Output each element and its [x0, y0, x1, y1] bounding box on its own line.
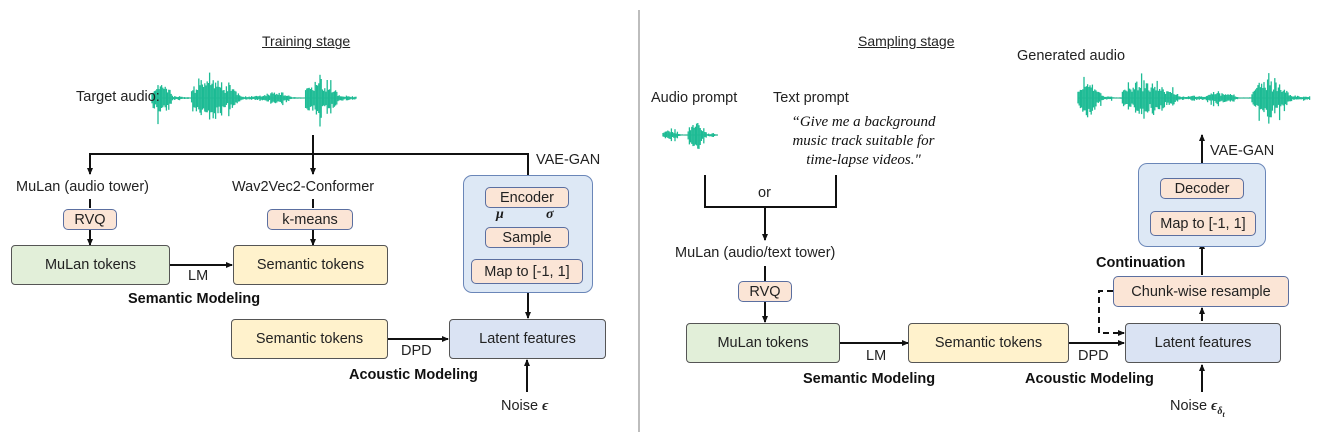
target-audio-label: Target audio:	[76, 89, 160, 105]
acoustic-modeling-label: Acoustic Modeling	[349, 367, 478, 383]
lm-label: LM	[188, 268, 209, 284]
mu-symbol: μ	[496, 207, 504, 222]
sigma-symbol: σ	[546, 207, 554, 222]
sampling-stage-title: Sampling stage	[858, 33, 955, 49]
sample-box: Sample	[485, 227, 569, 248]
latent-features-box-sampling: Latent features	[1125, 323, 1281, 363]
epsilon-symbol-sampling: ϵ	[1211, 398, 1218, 414]
epsilon-symbol: ϵ	[542, 398, 549, 414]
delta-subscript: δ	[1217, 405, 1223, 417]
text-prompt-quote: “Give me a background music track suitab…	[791, 114, 936, 168]
noise-text: Noise	[501, 398, 539, 414]
semantic-tokens-box: Semantic tokens	[233, 245, 388, 285]
semantic-modeling-label: Semantic Modeling	[128, 291, 261, 307]
encoder-box: Encoder	[485, 187, 569, 208]
noise-label: Noise ϵ	[501, 398, 548, 415]
map-box-sampling: Map to [-1, 1]	[1150, 211, 1256, 236]
rvq-box: RVQ	[63, 209, 117, 230]
vae-gan-label: VAE-GAN	[536, 152, 601, 168]
decoder-box: Decoder	[1160, 178, 1244, 199]
t-subscript: t	[1222, 409, 1225, 419]
acoustic-modeling-label-sampling: Acoustic Modeling	[1025, 371, 1154, 387]
semantic-modeling-label-sampling: Semantic Modeling	[803, 371, 936, 387]
dpd-label-sampling: DPD	[1078, 348, 1109, 364]
latent-features-box: Latent features	[449, 319, 606, 359]
or-bracket	[704, 175, 837, 208]
semantic-tokens-box-sampling: Semantic tokens	[908, 323, 1069, 363]
rvq-box-sampling: RVQ	[738, 281, 792, 302]
noise-text-sampling: Noise	[1170, 398, 1208, 414]
mulan-tokens-box: MuLan tokens	[11, 245, 170, 285]
text-prompt-label: Text prompt	[773, 90, 849, 106]
mulan-audio-text-tower-label: MuLan (audio/text tower)	[675, 245, 836, 261]
stage-divider	[638, 10, 640, 432]
generated-audio-label: Generated audio	[1017, 48, 1126, 64]
target-audio-waveform	[151, 72, 357, 127]
noise-label-sampling: Noise ϵδt	[1170, 398, 1225, 419]
or-label: or	[758, 185, 771, 201]
chunk-resample-box: Chunk-wise resample	[1113, 276, 1289, 307]
vae-gan-label-sampling: VAE-GAN	[1210, 143, 1275, 159]
training-stage-title: Training stage	[262, 33, 351, 49]
audio-prompt-label: Audio prompt	[651, 90, 738, 106]
map-box: Map to [-1, 1]	[471, 259, 583, 284]
semantic-tokens-acoustic-box: Semantic tokens	[231, 319, 388, 359]
dpd-label: DPD	[401, 343, 432, 359]
wav2vec-label: Wav2Vec2-Conformer	[232, 179, 375, 195]
mulan-audio-tower-label: MuLan (audio tower)	[16, 179, 149, 195]
continuation-label: Continuation	[1096, 255, 1186, 271]
continuation-dashed	[1098, 290, 1125, 336]
mulan-tokens-box-sampling: MuLan tokens	[686, 323, 840, 363]
audio-prompt-waveform	[662, 123, 718, 149]
generated-audio-waveform	[1077, 73, 1311, 124]
lm-label-sampling: LM	[866, 348, 887, 364]
kmeans-box: k-means	[267, 209, 353, 230]
